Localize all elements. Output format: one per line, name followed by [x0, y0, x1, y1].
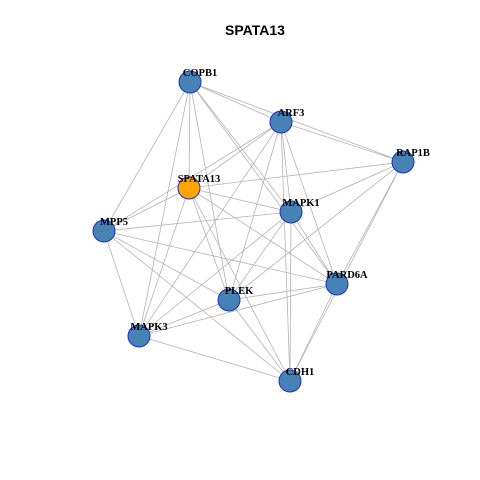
edge-mapk3-cdh1	[138, 335, 291, 382]
edge-mpp5-pard6a	[103, 230, 338, 285]
edge-rap1b-plek	[228, 161, 404, 301]
edge-copb1-rap1b	[189, 81, 404, 163]
edge-mpp5-plek	[103, 230, 230, 301]
node-arf3[interactable]	[269, 110, 293, 134]
edge-mapk1-plek	[228, 211, 292, 301]
edge-mapk1-mpp5	[103, 211, 292, 232]
node-mapk1[interactable]	[279, 200, 303, 224]
edge-spata13-mpp5	[103, 187, 190, 232]
edge-arf3-spata13	[188, 121, 282, 189]
edge-rap1b-mapk1	[290, 161, 404, 213]
edge-mpp5-mapk3	[103, 230, 140, 337]
edge-copb1-spata13	[188, 81, 191, 189]
node-label-arf3: ARF3	[278, 108, 305, 119]
node-label-pard6a: PARD6A	[326, 270, 368, 281]
node-rap1b[interactable]	[391, 150, 415, 174]
node-plek[interactable]	[217, 288, 241, 312]
edge-arf3-rap1b	[280, 121, 404, 163]
edge-arf3-cdh1	[280, 121, 291, 382]
node-label-copb1: COPB1	[183, 68, 217, 79]
edge-copb1-mapk3	[138, 81, 191, 337]
edge-copb1-plek	[189, 81, 230, 301]
edge-pard6a-mapk3	[138, 283, 338, 337]
node-spata13[interactable]	[177, 176, 201, 200]
node-label-mpp5: MPP5	[100, 217, 128, 228]
node-cdh1[interactable]	[278, 369, 302, 393]
edges-layer	[103, 81, 404, 382]
edge-mapk1-pard6a	[290, 211, 338, 285]
edge-arf3-pard6a	[280, 121, 338, 285]
edge-plek-mapk3	[138, 299, 230, 337]
edge-spata13-mapk1	[188, 187, 292, 213]
edge-arf3-plek	[228, 121, 282, 301]
edge-mpp5-cdh1	[103, 230, 291, 382]
node-label-rap1b: RAP1B	[396, 148, 430, 159]
edge-plek-cdh1	[228, 299, 291, 382]
edge-spata13-plek	[188, 187, 230, 301]
node-mpp5[interactable]	[92, 219, 116, 243]
node-label-plek: PLEK	[225, 286, 254, 297]
diagram-title: SPATA13	[225, 22, 285, 38]
node-label-mapk3: MAPK3	[130, 322, 167, 333]
edge-arf3-mapk1	[280, 121, 292, 213]
edge-spata13-mapk3	[138, 187, 190, 337]
nodes-layer	[92, 70, 415, 393]
edge-rap1b-pard6a	[336, 161, 404, 285]
node-label-spata13: SPATA13	[178, 174, 221, 185]
node-label-mapk1: MAPK1	[282, 198, 319, 209]
edge-copb1-arf3	[189, 81, 282, 123]
node-mapk3[interactable]	[127, 324, 151, 348]
node-copb1[interactable]	[178, 70, 202, 94]
edge-arf3-mapk3	[138, 121, 282, 337]
edge-rap1b-spata13	[188, 161, 404, 189]
edge-arf3-mpp5	[103, 121, 282, 232]
edge-pard6a-plek	[228, 283, 338, 301]
edge-mapk1-mapk3	[138, 211, 292, 337]
node-pard6a[interactable]	[325, 272, 349, 296]
edge-copb1-mpp5	[103, 81, 191, 232]
edge-spata13-pard6a	[188, 187, 338, 285]
edge-rap1b-cdh1	[289, 161, 404, 382]
edge-pard6a-cdh1	[289, 283, 338, 382]
node-label-cdh1: CDH1	[286, 367, 315, 378]
